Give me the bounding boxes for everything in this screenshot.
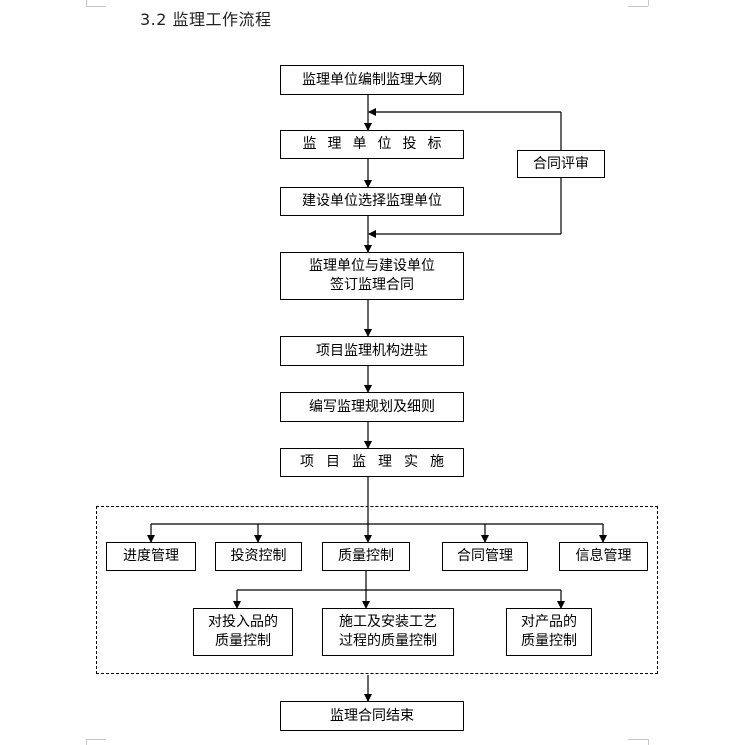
- section-title: 监理工作流程: [172, 10, 272, 29]
- page-corner-mark: [628, 739, 648, 740]
- page-corner-mark: [628, 6, 648, 7]
- flow-step-implementation: 项目监理实施: [280, 448, 464, 477]
- flow-step-prepare-outline: 监理单位编制监理大纲: [280, 65, 464, 95]
- control-info: 信息管理: [559, 542, 648, 571]
- control-progress: 进度管理: [106, 542, 196, 571]
- section-number: 3.2: [140, 10, 167, 29]
- flow-step-team-entry: 项目监理机构进驻: [280, 336, 464, 366]
- page-corner-mark: [86, 739, 87, 745]
- flow-step-contract-end: 监理合同结束: [280, 701, 464, 731]
- flow-step-bidding: 监理单位投标: [280, 130, 464, 159]
- page-corner-mark: [648, 739, 649, 745]
- page-corner-mark: [86, 0, 87, 6]
- control-quality: 质量控制: [322, 542, 410, 571]
- section-heading: 3.2 监理工作流程: [140, 6, 272, 30]
- page-corner-mark: [86, 6, 106, 7]
- control-investment: 投资控制: [215, 542, 302, 571]
- contract-review-box: 合同评审: [517, 150, 605, 178]
- flow-step-planning: 编写监理规划及细则: [280, 392, 464, 422]
- control-scope-frame: [96, 506, 658, 674]
- flow-step-sign-contract: 监理单位与建设单位 签订监理合同: [280, 252, 464, 300]
- flow-step-select-supervisor: 建设单位选择监理单位: [280, 187, 464, 216]
- page-corner-mark: [648, 0, 649, 6]
- quality-process-control: 施工及安装工艺 过程的质量控制: [322, 608, 454, 656]
- page-corner-mark: [86, 739, 106, 740]
- control-contract: 合同管理: [442, 542, 528, 571]
- quality-product-control: 对产品的 质量控制: [506, 608, 592, 656]
- quality-input-control: 对投入品的 质量控制: [193, 608, 293, 656]
